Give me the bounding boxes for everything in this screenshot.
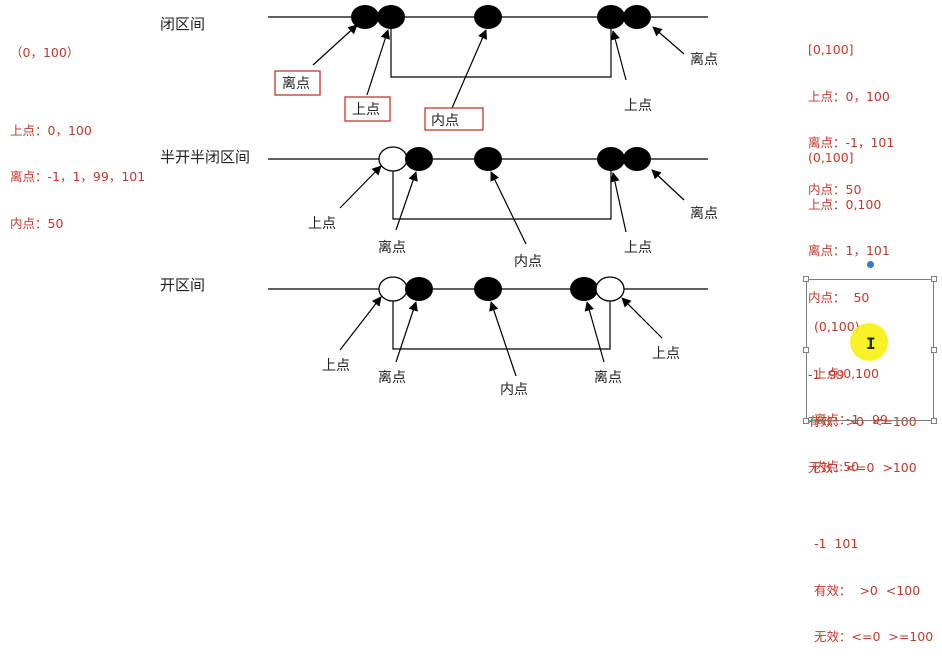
right-half-line-2: 上点：0,100 — [808, 196, 882, 212]
point-closed-101 — [623, 5, 651, 29]
arrow-open-off-right — [584, 301, 605, 363]
point-closed-neg1 — [351, 5, 379, 29]
label-open-on-left: 上点 — [322, 358, 350, 374]
resize-handle-bl[interactable] — [803, 418, 809, 424]
right-half-line-1: (0,100] — [808, 150, 854, 165]
title-open: 开区间 — [160, 276, 205, 294]
left-note: （0，100） 上点：0，100 离点：-1，1，99，101 内点：50 — [10, 14, 145, 247]
point-open-1 — [405, 277, 433, 301]
title-half-open: 半开半闭区间 — [160, 148, 250, 166]
cursor-highlight — [850, 323, 888, 361]
arrow-open-off-left — [395, 301, 418, 363]
right-note-half-open: (0,100] 上点：0,100 离点：1，101 内点： 50 -1 99 有… — [808, 119, 917, 491]
point-open-0 — [378, 276, 408, 302]
arrow-closed-on-left — [366, 29, 390, 96]
arrow-closed-on-right — [610, 30, 627, 81]
arrow-half-off-left — [395, 171, 418, 231]
point-half-50 — [474, 147, 502, 171]
arrow-closed-off-right — [652, 26, 685, 55]
label-closed-off-right: 离点 — [690, 51, 718, 68]
point-closed-100 — [597, 5, 625, 29]
right-open-line-6: -1 101 — [814, 536, 859, 551]
label-half-on-left: 上点 — [308, 216, 336, 232]
label-box-closed-on — [344, 96, 391, 122]
label-half-on-right: 上点 — [624, 240, 652, 256]
right-open-line-1: (0,100) — [814, 319, 860, 334]
label-half-off-right: 离点 — [690, 205, 718, 222]
arrow-half-on-left — [339, 165, 382, 209]
arrow-half-off-right — [651, 169, 685, 201]
arrow-half-in — [490, 171, 527, 245]
label-half-off-left: 离点 — [378, 239, 406, 256]
label-box-closed-off — [274, 70, 321, 96]
arrow-open-on-left — [339, 296, 382, 351]
right-open-line-7: 有效： >0 <100 — [814, 582, 921, 598]
resize-handle-tl[interactable] — [803, 276, 809, 282]
right-open-line-4: 内点:50 — [814, 458, 860, 474]
point-half-101 — [623, 147, 651, 171]
right-half-line-4: 内点： 50 — [808, 289, 870, 305]
right-closed-line-1: [0,100] — [808, 42, 854, 57]
point-open-50 — [474, 277, 502, 301]
arrow-half-on-right — [610, 172, 627, 233]
right-note-closed: [0,100] 上点：0，100 离点：-1，101 内点：50 — [808, 11, 894, 213]
point-closed-0 — [377, 5, 405, 29]
label-open-on-right: 上点 — [652, 346, 680, 362]
left-note-line-5: 内点：50 — [10, 215, 64, 231]
rotation-handle[interactable] — [867, 261, 874, 268]
label-open-in: 内点 — [500, 382, 528, 398]
arrow-closed-off-left — [312, 24, 358, 66]
right-open-line-2: 上点:0,100 — [814, 365, 879, 381]
point-closed-50 — [474, 5, 502, 29]
left-note-line-3: 上点：0，100 — [10, 122, 92, 138]
resize-handle-ml[interactable] — [803, 347, 809, 353]
right-closed-line-4: 内点：50 — [808, 181, 862, 197]
label-closed-on-right: 上点 — [624, 98, 652, 114]
left-note-line-4: 离点：-1，1，99，101 — [10, 169, 146, 184]
arrow-open-in — [489, 301, 517, 377]
label-open-off-left: 离点 — [378, 369, 406, 386]
bracket-half-open — [392, 171, 612, 220]
point-half-0 — [378, 146, 408, 172]
title-closed: 闭区间 — [160, 15, 205, 33]
point-half-100 — [597, 147, 625, 171]
right-half-line-3: 离点：1，101 — [808, 243, 890, 258]
label-open-off-right: 离点 — [594, 369, 622, 386]
label-half-in: 内点 — [514, 254, 542, 270]
right-half-line-6: -1 99 — [808, 367, 845, 382]
bracket-closed — [390, 29, 612, 78]
boundary-diagram: 闭区间 离点 上点 内点 上点 离点 半开半闭区间 上点 离点 内点 上点 离点… — [160, 5, 718, 398]
point-open-99 — [570, 277, 598, 301]
label-closed-in: 内点 — [431, 113, 459, 129]
right-closed-line-3: 离点：-1，101 — [808, 135, 895, 150]
i-beam-cursor-icon: I — [866, 334, 876, 353]
arrow-closed-in — [451, 29, 487, 109]
right-open-line-3: 离点：1，99 — [814, 412, 888, 427]
point-open-100 — [595, 276, 625, 302]
label-closed-off-left: 离点 — [282, 75, 310, 92]
right-half-line-7: 有效：>0 <=100 — [808, 413, 917, 429]
resize-handle-mr[interactable] — [931, 347, 937, 353]
resize-handle-br[interactable] — [931, 418, 937, 424]
arrow-open-on-right — [621, 297, 663, 339]
right-open-line-8: 无效：<=0 >=100 — [814, 629, 934, 644]
left-note-line-1: （0，100） — [10, 45, 80, 60]
right-closed-line-2: 上点：0，100 — [808, 88, 890, 104]
label-closed-on-left: 上点 — [352, 102, 380, 118]
bracket-open — [392, 301, 611, 350]
resize-handle-tr[interactable] — [931, 276, 937, 282]
label-box-closed-in — [424, 107, 484, 131]
point-half-1 — [405, 147, 433, 171]
